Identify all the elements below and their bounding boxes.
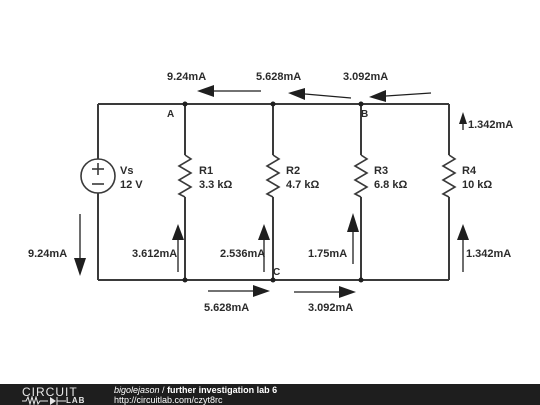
arrow-left-icon (385, 92, 432, 97)
circuit-meta: bigolejason / further investigation lab … (114, 385, 277, 395)
current-r4-top: 1.342mA (468, 119, 513, 131)
resistor-icon (353, 154, 369, 198)
junction-dot (358, 277, 364, 283)
circuit-schematic: Vs 12 V R1 3.3 kΩ R2 4.7 kΩ R3 6.8 kΩ (28, 71, 513, 314)
resistor-r2[interactable]: R2 4.7 kΩ (265, 104, 319, 280)
circuitlab-logo[interactable]: CIRCUIT LAB (22, 385, 92, 405)
source-value: 12 V (120, 179, 143, 191)
resistor-icon (441, 154, 457, 198)
circuit-title[interactable]: further investigation lab 6 (167, 385, 278, 395)
current-top-left: 9.24mA (167, 71, 206, 83)
resistor-r1[interactable]: R1 3.3 kΩ (177, 104, 232, 280)
current-bottom-right: 3.092mA (308, 302, 353, 314)
resistor-icon (177, 154, 193, 198)
r3-name: R3 (374, 165, 388, 177)
junction-dot (182, 101, 188, 107)
current-labels: 9.24mA 5.628mA 3.092mA 1.342mA 9.24mA 3.… (28, 71, 513, 314)
node-b-label: B (361, 109, 368, 120)
author-link[interactable]: bigolejason (114, 385, 160, 395)
resistor-icon (265, 154, 281, 198)
node-c-label: C (273, 267, 280, 278)
r4-name: R4 (462, 165, 477, 177)
current-arrows (74, 85, 469, 298)
current-bottom-left: 5.628mA (204, 302, 249, 314)
r1-value: 3.3 kΩ (199, 179, 232, 191)
current-source-left: 9.24mA (28, 248, 67, 260)
voltage-source-icon (80, 158, 116, 194)
junction-dot (182, 277, 188, 283)
resistor-r3[interactable]: R3 6.8 kΩ (353, 104, 407, 280)
junction-dot (358, 101, 364, 107)
voltage-source[interactable]: Vs 12 V (80, 158, 143, 194)
resistor-r4[interactable]: R4 10 kΩ (441, 154, 492, 198)
current-r2-branch: 2.536mA (220, 248, 265, 260)
current-r1-branch: 3.612mA (132, 248, 177, 260)
junction-dot (270, 277, 276, 283)
junction-dot (270, 101, 276, 107)
current-top-mid: 5.628mA (256, 71, 301, 83)
node-a-label: A (167, 109, 174, 120)
r2-name: R2 (286, 165, 300, 177)
r1-name: R1 (199, 165, 213, 177)
logo-text-bottom: LAB (66, 396, 86, 405)
r2-value: 4.7 kΩ (286, 179, 319, 191)
r3-value: 6.8 kΩ (374, 179, 407, 191)
circuit-url-link[interactable]: http://circuitlab.com/czyt8rc (114, 395, 223, 405)
junctions (182, 101, 364, 283)
breadcrumb-separator: / (159, 385, 168, 395)
current-r4-bottom: 1.342mA (466, 248, 511, 260)
source-name: Vs (120, 165, 133, 177)
r4-value: 10 kΩ (462, 179, 492, 191)
current-top-right: 3.092mA (343, 71, 388, 83)
waveform-icon (22, 396, 66, 405)
logo-text-top: CIRCUIT (22, 385, 78, 399)
footer-bar: CIRCUIT LAB bigolejason / further invest… (0, 384, 540, 405)
arrow-left-icon (304, 93, 352, 99)
current-r3-branch: 1.75mA (308, 248, 347, 260)
